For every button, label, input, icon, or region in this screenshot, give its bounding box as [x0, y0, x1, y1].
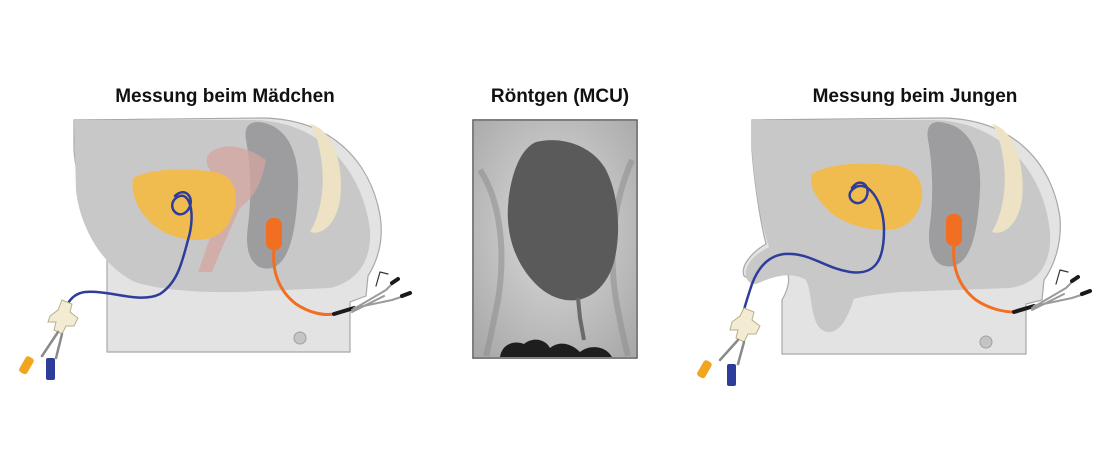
boy-bladder-catheter [740, 181, 886, 320]
female-pelvis-illustration [19, 117, 412, 380]
girl-sacrum [310, 124, 341, 233]
boy-catheter-tube-blue [736, 340, 746, 366]
girl-catheter-connector [47, 299, 79, 335]
xray-panel-title: Röntgen (MCU) [490, 86, 630, 107]
boy-wire-end-1 [1080, 289, 1092, 296]
boy-blue-plug [727, 364, 736, 386]
xray-pelvic-bone-right [609, 158, 635, 357]
girl-yellow-plug [19, 356, 34, 375]
xray-image [472, 119, 638, 359]
girl-catheter-tube-blue [54, 332, 64, 360]
boy-panel-title: Messung beim Jungen [812, 86, 1018, 107]
girl-bladder [132, 169, 236, 240]
girl-rectal-catheter [272, 248, 336, 316]
xray-bottom-shadow [500, 339, 612, 357]
boy-copyright-mark [979, 335, 993, 349]
male-pelvis-illustration [697, 117, 1092, 386]
girl-catheter-tube-yellow [40, 330, 60, 358]
boy-sacrum [992, 124, 1023, 233]
boy-rectal-balloon [946, 214, 962, 246]
boy-yellow-plug [697, 360, 712, 379]
xray-urethra-contrast [576, 297, 586, 341]
girl-wire-bracket [375, 271, 389, 287]
girl-copyright-mark [293, 331, 307, 345]
girl-rectal-catheter-tip [332, 306, 356, 316]
girl-wire-end-1 [400, 291, 412, 298]
boy-rectal-catheter-tip [1012, 304, 1036, 314]
girl-panel-title: Messung beim Mädchen [115, 86, 335, 107]
girl-rectal-balloon [266, 218, 282, 250]
girl-wire-3 [351, 295, 385, 313]
boy-rectal-catheter [952, 244, 1016, 314]
girl-blue-plug [46, 358, 55, 380]
xray-bladder-contrast [507, 140, 619, 301]
girl-wire-end-2 [390, 277, 400, 285]
boy-rectum [927, 122, 981, 267]
boy-catheter-connector [729, 307, 761, 343]
xray-pelvic-bone-left [477, 168, 505, 357]
boy-wire-end-2 [1070, 275, 1080, 283]
boy-wire-3 [1031, 293, 1065, 311]
boy-catheter-tube-yellow [718, 338, 740, 362]
boy-penis [745, 240, 857, 333]
boy-wire-bracket [1055, 269, 1069, 285]
girl-bladder-catheter [60, 191, 193, 320]
